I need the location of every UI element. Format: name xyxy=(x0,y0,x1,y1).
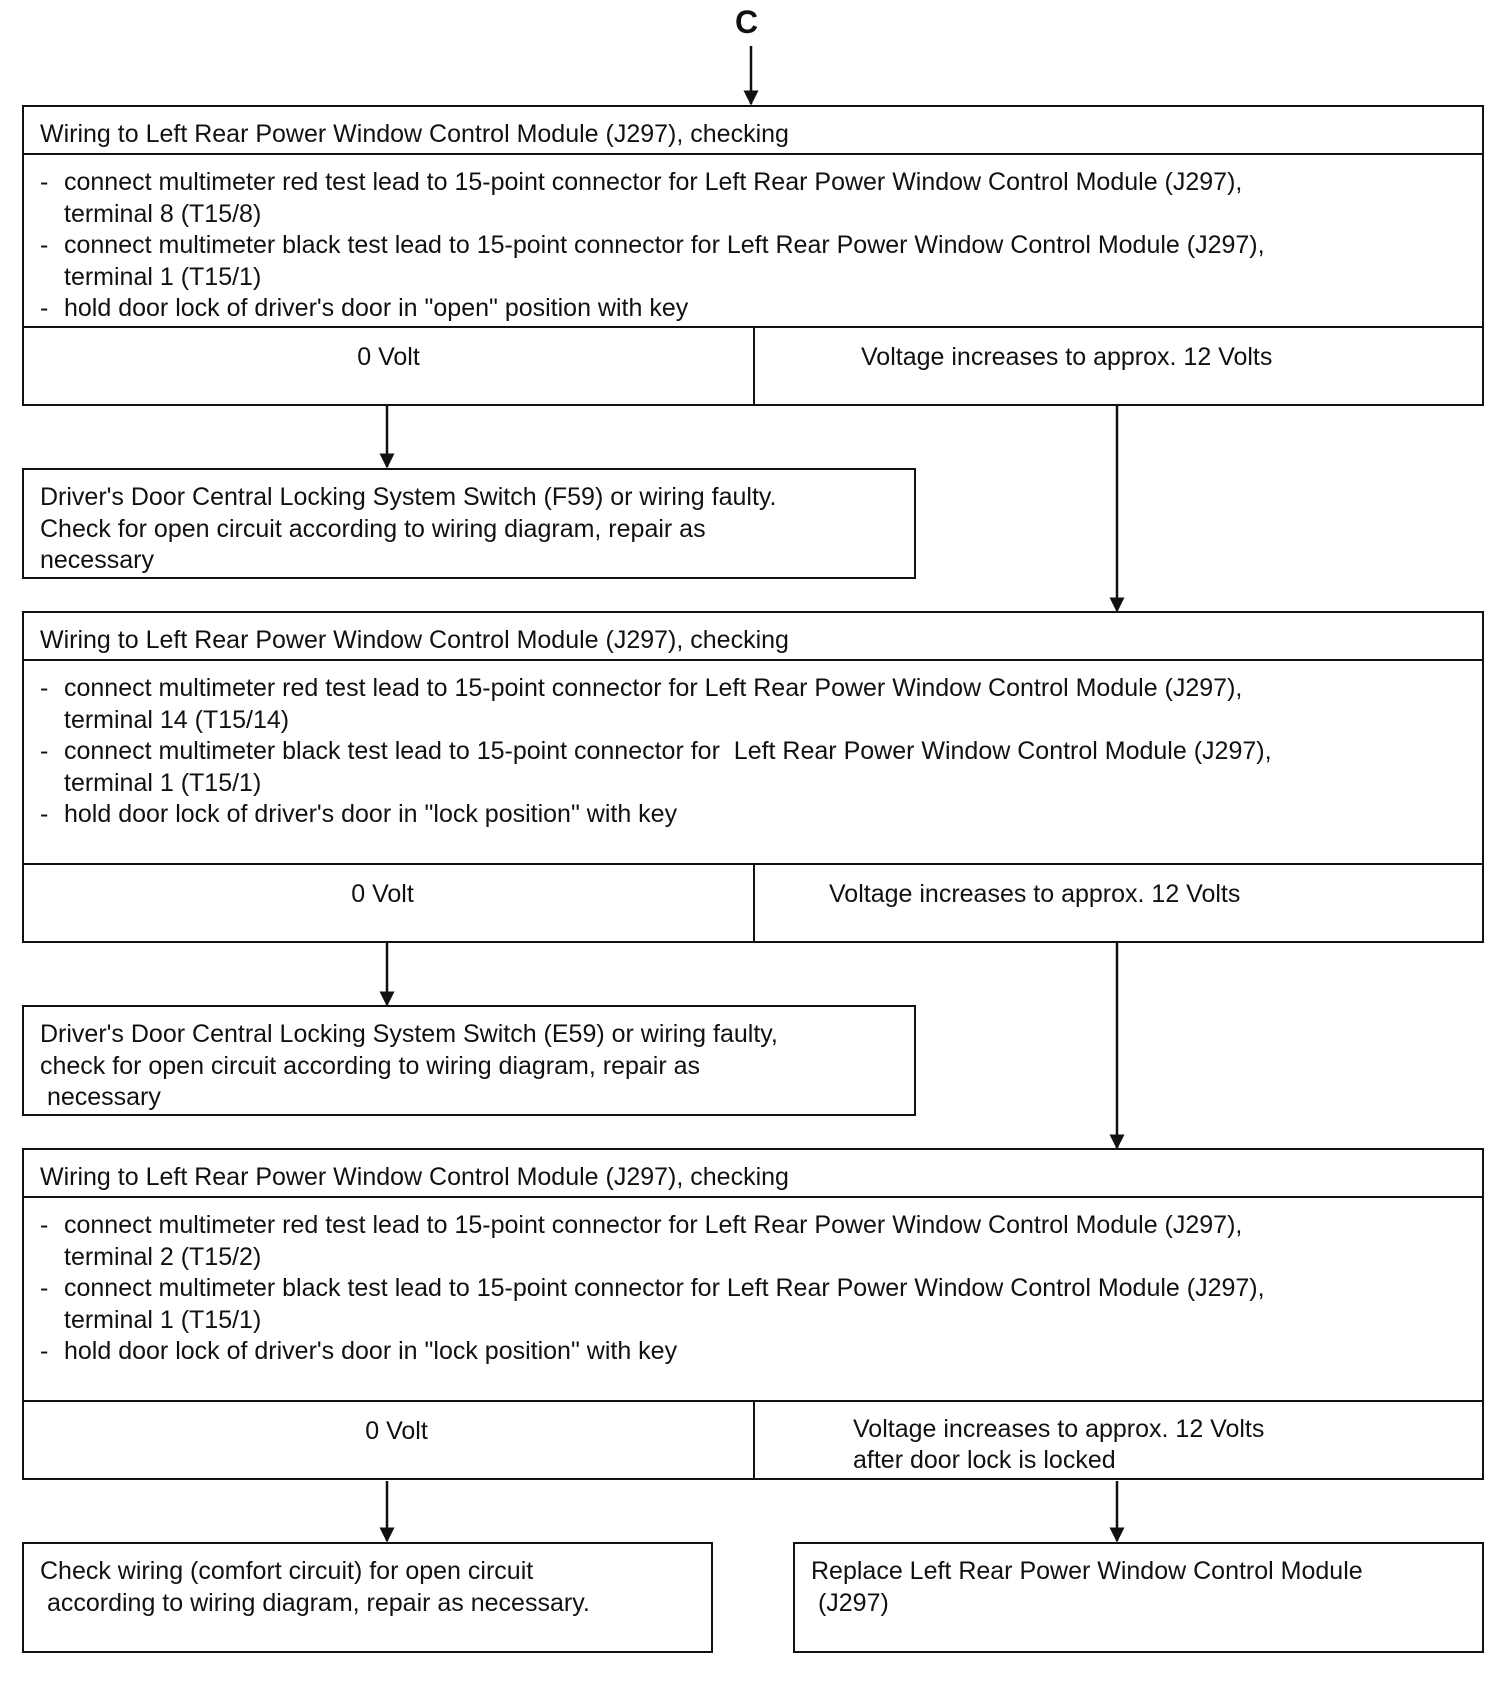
check-step: -connect multimeter black test lead to 1… xyxy=(40,1274,1265,1334)
fault-box-1: Driver's Door Central Locking System Swi… xyxy=(22,468,916,579)
check-step: -hold door lock of driver's door in "ope… xyxy=(40,294,689,322)
check-step: -connect multimeter red test lead to 15-… xyxy=(40,1211,1243,1271)
check-header: Wiring to Left Rear Power Window Control… xyxy=(24,107,1482,155)
check-header: Wiring to Left Rear Power Window Control… xyxy=(24,613,1482,661)
result-zero-volt: 0 Volt xyxy=(365,1417,428,1445)
result-voltage-ok: Voltage increases to approx. 12 Volts af… xyxy=(753,1402,1482,1478)
check-steps: -connect multimeter red test lead to 15-… xyxy=(24,661,1482,831)
check-step: -hold door lock of driver's door in "loc… xyxy=(40,800,678,828)
check-box-2: Wiring to Left Rear Power Window Control… xyxy=(22,611,1484,943)
result-voltage-ok: Voltage increases to approx. 12 Volts xyxy=(753,865,1482,941)
result-zero-volt: 0 Volt xyxy=(357,343,420,371)
result-zero-volt: 0 Volt xyxy=(351,880,414,908)
final-action-box: Replace Left Rear Power Window Control M… xyxy=(793,1542,1484,1653)
result-voltage-ok: Voltage increases to approx. 12 Volts xyxy=(753,328,1482,404)
check-step: -connect multimeter red test lead to 15-… xyxy=(40,168,1243,228)
check-step: -connect multimeter red test lead to 15-… xyxy=(40,674,1243,734)
check-results: 0 Volt Voltage increases to approx. 12 V… xyxy=(24,326,1482,404)
start-connector-label: C xyxy=(735,4,759,40)
check-step: -hold door lock of driver's door in "loc… xyxy=(40,1337,678,1365)
check-results: 0 Volt Voltage increases to approx. 12 V… xyxy=(24,1400,1482,1478)
check-steps: -connect multimeter red test lead to 15-… xyxy=(24,1198,1482,1368)
check-header: Wiring to Left Rear Power Window Control… xyxy=(24,1150,1482,1198)
check-steps: -connect multimeter red test lead to 15-… xyxy=(24,155,1482,325)
check-results: 0 Volt Voltage increases to approx. 12 V… xyxy=(24,863,1482,941)
fault-box-3: Check wiring (comfort circuit) for open … xyxy=(22,1542,713,1653)
fault-box-2: Driver's Door Central Locking System Swi… xyxy=(22,1005,916,1116)
check-step: -connect multimeter black test lead to 1… xyxy=(40,737,1272,797)
check-box-1: Wiring to Left Rear Power Window Control… xyxy=(22,105,1484,406)
check-step: -connect multimeter black test lead to 1… xyxy=(40,231,1265,291)
check-box-3: Wiring to Left Rear Power Window Control… xyxy=(22,1148,1484,1480)
